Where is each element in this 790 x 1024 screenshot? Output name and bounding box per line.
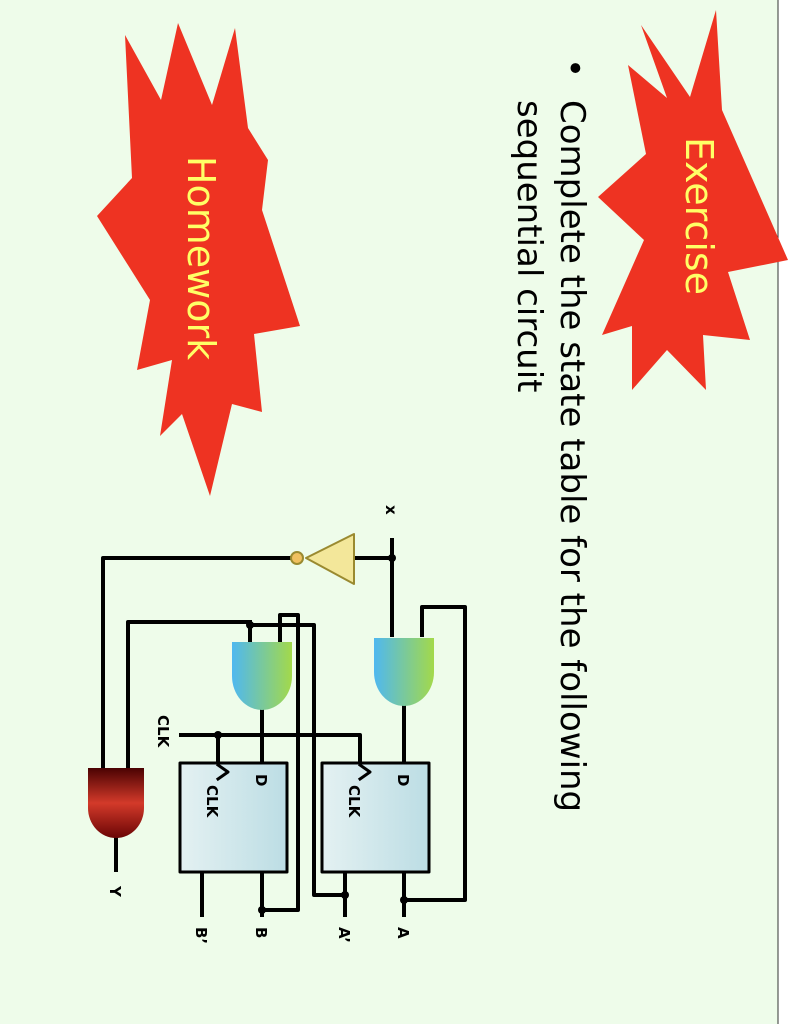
bullet-item: • Complete the state table for the follo… [509, 58, 594, 812]
circuit-labels: x D CLK D CLK CLK A A’ B B’ Y [106, 505, 412, 944]
label-x: x [382, 505, 400, 515]
wire-xnot-to-y-gate [101, 556, 292, 770]
label-out-b-prime: B’ [192, 927, 210, 944]
and-gate-b [232, 642, 292, 710]
label-ff-b-d: D [252, 774, 270, 786]
label-out-b: B [252, 927, 270, 938]
label-y: Y [106, 885, 124, 898]
homework-label: Homework [179, 156, 223, 360]
label-out-a: A [394, 927, 412, 939]
wire-to-y-gate [126, 620, 252, 770]
bullet-marker: • [554, 58, 594, 78]
inverter [305, 533, 355, 585]
ff-a-clock-marker [357, 762, 372, 782]
label-clock: CLK [154, 715, 172, 749]
exercise-label: Exercise [677, 137, 721, 295]
homework-badge: Homework [97, 23, 300, 496]
flip-flop-b [178, 761, 289, 874]
inverter-bubble [290, 551, 304, 565]
label-ff-a-d: D [394, 774, 412, 786]
label-ff-a-clk: CLK [345, 785, 363, 819]
and-gate-a [374, 638, 434, 706]
wire-junctions [214, 554, 408, 914]
bullet-line-2: sequential circuit [509, 100, 549, 393]
output-and-gate [88, 768, 144, 838]
wire-clock [179, 733, 362, 770]
bullet-line-1: Complete the state table for the followi… [552, 100, 592, 812]
flip-flop-a [320, 761, 431, 874]
label-ff-b-clk: CLK [203, 785, 221, 819]
circuit-diagram [88, 533, 467, 917]
exercise-badge: Exercise [598, 10, 788, 390]
ff-b-clock-marker [215, 762, 230, 782]
label-out-a-prime: A’ [335, 927, 353, 943]
